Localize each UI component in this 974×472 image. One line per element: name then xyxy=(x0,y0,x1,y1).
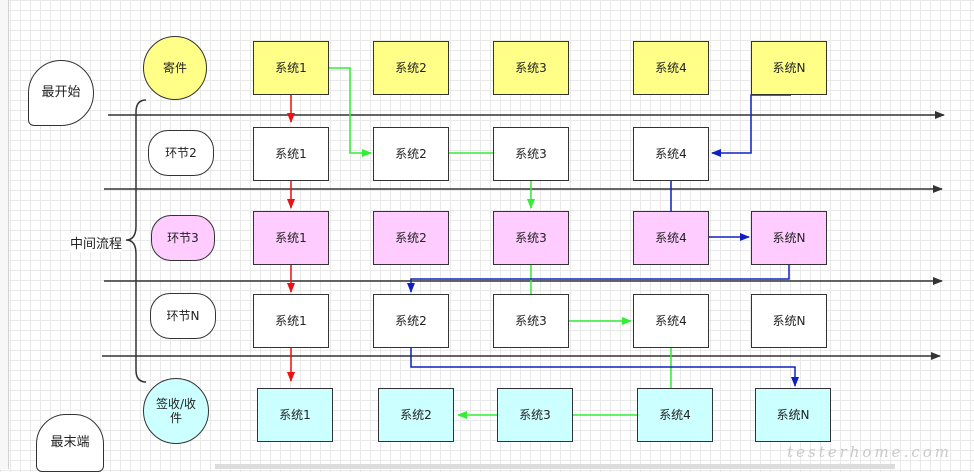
system-box: 系统N xyxy=(751,41,827,95)
system-box: 系统4 xyxy=(637,388,713,442)
system-box: 系统4 xyxy=(633,41,709,95)
system-box: 系统4 xyxy=(633,211,709,265)
system-box: 系统4 xyxy=(633,294,709,348)
system-box: 系统2 xyxy=(373,211,449,265)
green-flow-path xyxy=(329,67,372,157)
watermark: testerhome.com xyxy=(787,443,952,461)
system-box: 系统2 xyxy=(378,388,454,442)
stage-label-receive: 签收/收件 xyxy=(143,378,209,444)
panel-edge xyxy=(0,0,9,469)
system-box: 系统N xyxy=(755,388,831,442)
start-label: 最开始 xyxy=(28,60,94,126)
system-box: 系统4 xyxy=(633,127,709,181)
blue-flow-path xyxy=(407,265,790,293)
stage-label-step3: 环节3 xyxy=(151,215,215,261)
stage-label-stepN: 环节N xyxy=(150,293,216,339)
system-box: 系统3 xyxy=(493,211,569,265)
blue-flow-path xyxy=(711,94,791,157)
middle-flow-label: 中间流程 xyxy=(70,233,123,252)
system-box: 系统3 xyxy=(493,127,569,181)
system-box: 系统3 xyxy=(493,294,569,348)
system-box: 系统2 xyxy=(373,127,449,181)
end-label: 最末端 xyxy=(36,414,104,472)
system-box: 系统N xyxy=(751,211,827,265)
system-box: 系统N xyxy=(751,294,827,348)
system-box: 系统1 xyxy=(257,388,333,442)
stage-label-step2: 环节2 xyxy=(148,130,214,176)
horizontal-scrollbar[interactable] xyxy=(215,464,895,469)
system-box: 系统3 xyxy=(493,41,569,95)
middle-flow-brace xyxy=(125,99,147,383)
system-box: 系统1 xyxy=(253,294,329,348)
blue-flow-path xyxy=(410,348,799,387)
system-box: 系统2 xyxy=(373,294,449,348)
system-box: 系统1 xyxy=(253,127,329,181)
stage-label-send: 寄件 xyxy=(143,36,207,100)
system-box: 系统1 xyxy=(253,211,329,265)
system-box: 系统3 xyxy=(497,388,573,442)
system-box: 系统2 xyxy=(373,41,449,95)
system-box: 系统1 xyxy=(253,41,329,95)
